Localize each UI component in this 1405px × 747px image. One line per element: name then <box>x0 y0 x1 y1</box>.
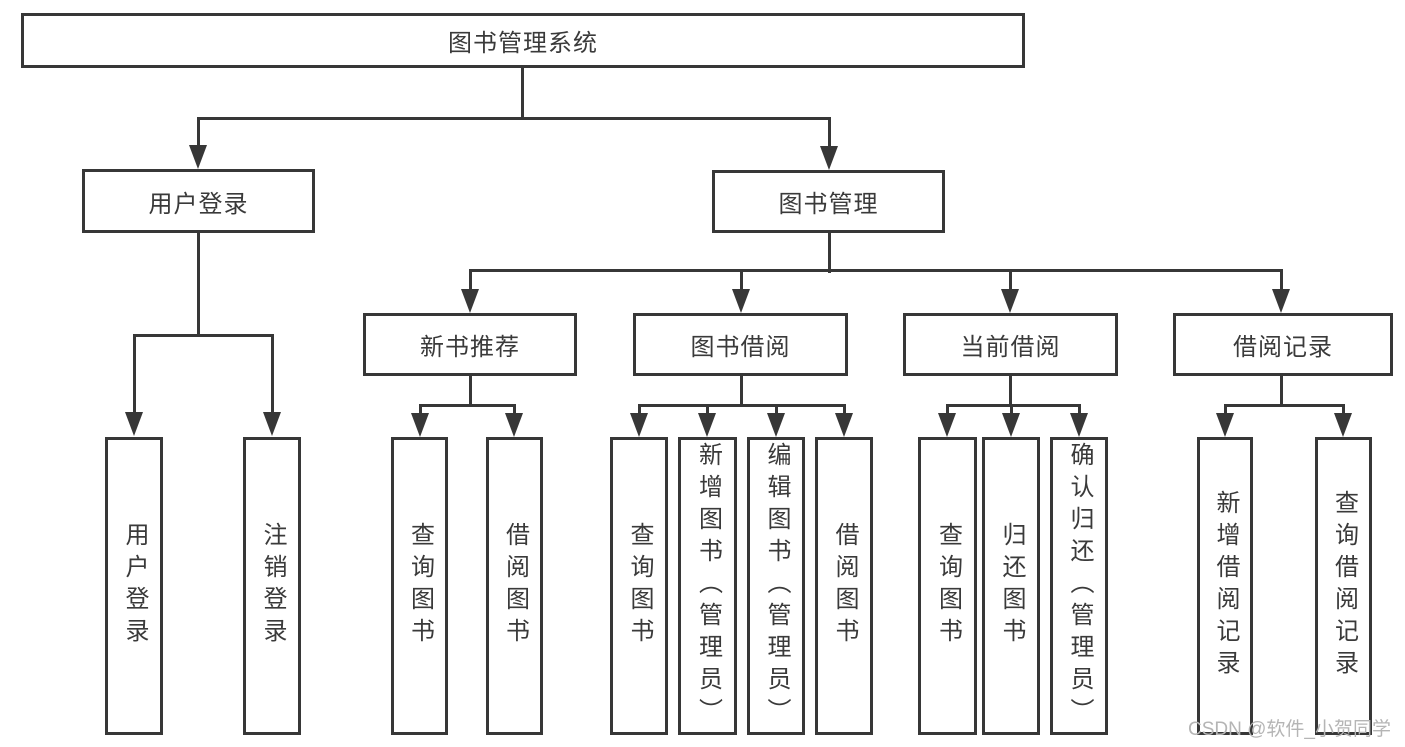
connector-bookmgmt-drop-2 <box>740 269 743 291</box>
arrow-to-leaf-logout-icon <box>263 412 281 436</box>
node-current-borrow-label: 当前借阅 <box>960 334 1061 361</box>
connector-newbook-drop-1 <box>419 404 422 416</box>
leaf-current-return-books: 归还图书 <box>982 437 1040 735</box>
node-library-system: 图书管理系统 <box>21 13 1025 68</box>
arrow-to-book-borrow-icon <box>732 289 750 313</box>
leaf-borrow-add-books-admin-label: 新增图书（管理员） <box>694 442 722 730</box>
arrow-to-borrow-record-icon <box>1272 289 1290 313</box>
connector-borrow-drop-3 <box>775 404 778 416</box>
arrow-newbook-leaf-1-icon <box>411 413 429 437</box>
connector-borrow-drop-4 <box>843 404 846 416</box>
connector-borrow-drop-1 <box>638 404 641 416</box>
connector-record-stem <box>1280 376 1283 407</box>
connector-root-drop-right <box>828 117 831 147</box>
connector-record-drop-2 <box>1342 404 1345 416</box>
arrow-to-new-book-recommend-icon <box>461 289 479 313</box>
connector-root-stem <box>521 66 524 119</box>
leaf-borrow-add-books-admin: 新增图书（管理员） <box>678 437 737 735</box>
leaf-borrow-borrow-books-label: 借阅图书 <box>831 522 858 650</box>
arrow-to-book-management-icon <box>820 146 838 170</box>
leaf-current-query-books: 查询图书 <box>918 437 977 735</box>
connector-userlogin-stem <box>197 233 200 337</box>
node-book-borrow-label: 图书借阅 <box>690 334 791 361</box>
connector-newbook-drop-2 <box>513 404 516 416</box>
node-current-borrow: 当前借阅 <box>903 313 1118 376</box>
connector-bookmgmt-hline <box>469 269 1282 272</box>
connector-bookmgmt-drop-1 <box>469 269 472 291</box>
leaf-borrow-edit-books-admin-label: 编辑图书（管理员） <box>763 442 790 730</box>
leaf-borrow-borrow-books: 借阅图书 <box>815 437 873 735</box>
node-user-login-label: 用户登录 <box>148 190 249 218</box>
connector-record-drop-1 <box>1224 404 1227 416</box>
leaf-current-confirm-return-admin-label: 确认归还（管理员） <box>1066 442 1093 730</box>
node-library-system-label: 图书管理系统 <box>448 30 598 57</box>
connector-userlogin-drop-2 <box>271 334 274 414</box>
node-borrow-record: 借阅记录 <box>1173 313 1393 376</box>
leaf-current-query-books-label: 查询图书 <box>934 522 962 650</box>
leaf-newbook-borrow-books-label: 借阅图书 <box>501 522 529 650</box>
connector-root-hline <box>197 117 831 120</box>
leaf-borrow-edit-books-admin: 编辑图书（管理员） <box>747 437 805 735</box>
leaf-logout: 注销登录 <box>243 437 301 735</box>
arrow-borrow-leaf-1-icon <box>630 413 648 437</box>
connector-userlogin-hline <box>133 334 273 337</box>
node-book-borrow: 图书借阅 <box>633 313 848 376</box>
leaf-user-login-label: 用户登录 <box>121 522 148 650</box>
leaf-current-return-books-label: 归还图书 <box>998 522 1025 650</box>
leaf-record-query-record-label: 查询借阅记录 <box>1330 490 1358 682</box>
arrow-to-user-login-icon <box>189 145 207 169</box>
connector-current-drop-3 <box>1078 404 1081 416</box>
connector-bookmgmt-drop-3 <box>1009 269 1012 291</box>
leaf-logout-label: 注销登录 <box>259 522 286 650</box>
connector-userlogin-drop-1 <box>133 334 136 414</box>
connector-bookmgmt-drop-4 <box>1280 269 1283 291</box>
leaf-record-query-record: 查询借阅记录 <box>1315 437 1372 735</box>
leaf-newbook-borrow-books: 借阅图书 <box>486 437 543 735</box>
leaf-borrow-query-books: 查询图书 <box>610 437 668 735</box>
connector-bookmgmt-stem <box>828 233 831 273</box>
arrow-to-current-borrow-icon <box>1001 289 1019 313</box>
node-new-book-recommend-label: 新书推荐 <box>420 334 520 361</box>
leaf-user-login: 用户登录 <box>105 437 163 735</box>
arrow-newbook-leaf-2-icon <box>505 413 523 437</box>
node-book-management: 图书管理 <box>712 170 945 233</box>
connector-borrow-drop-2 <box>706 404 709 416</box>
leaf-newbook-query-books: 查询图书 <box>391 437 448 735</box>
arrow-to-leaf-user-login-icon <box>125 412 143 436</box>
arrow-borrow-leaf-3-icon <box>767 413 785 437</box>
arrow-current-leaf-1-icon <box>938 413 956 437</box>
arrow-borrow-leaf-2-icon <box>698 413 716 437</box>
connector-root-drop-left <box>197 117 200 147</box>
arrow-current-leaf-3-icon <box>1070 413 1088 437</box>
arrow-current-leaf-2-icon <box>1002 413 1020 437</box>
node-book-management-label: 图书管理 <box>778 191 879 218</box>
connector-record-hline <box>1224 404 1344 407</box>
connector-current-drop-2 <box>1010 404 1013 416</box>
connector-newbook-hline <box>419 404 515 407</box>
arrow-borrow-leaf-4-icon <box>835 413 853 437</box>
connector-borrow-stem <box>740 376 743 407</box>
connector-current-stem <box>1009 376 1012 407</box>
node-user-login: 用户登录 <box>82 169 315 233</box>
arrow-record-leaf-2-icon <box>1334 413 1352 437</box>
leaf-record-add-record: 新增借阅记录 <box>1197 437 1253 735</box>
node-new-book-recommend: 新书推荐 <box>363 313 577 376</box>
node-borrow-record-label: 借阅记录 <box>1233 334 1333 361</box>
leaf-borrow-query-books-label: 查询图书 <box>626 522 653 650</box>
connector-borrow-hline <box>638 404 845 407</box>
leaf-newbook-query-books-label: 查询图书 <box>406 522 434 650</box>
leaf-current-confirm-return-admin: 确认归还（管理员） <box>1050 437 1108 735</box>
connector-current-drop-1 <box>946 404 949 416</box>
arrow-record-leaf-1-icon <box>1216 413 1234 437</box>
connector-current-hline <box>946 404 1080 407</box>
csdn-watermark: CSDN @软件_小贺同学 <box>1188 719 1391 740</box>
connector-newbook-stem <box>469 376 472 407</box>
leaf-record-add-record-label: 新增借阅记录 <box>1212 490 1239 682</box>
